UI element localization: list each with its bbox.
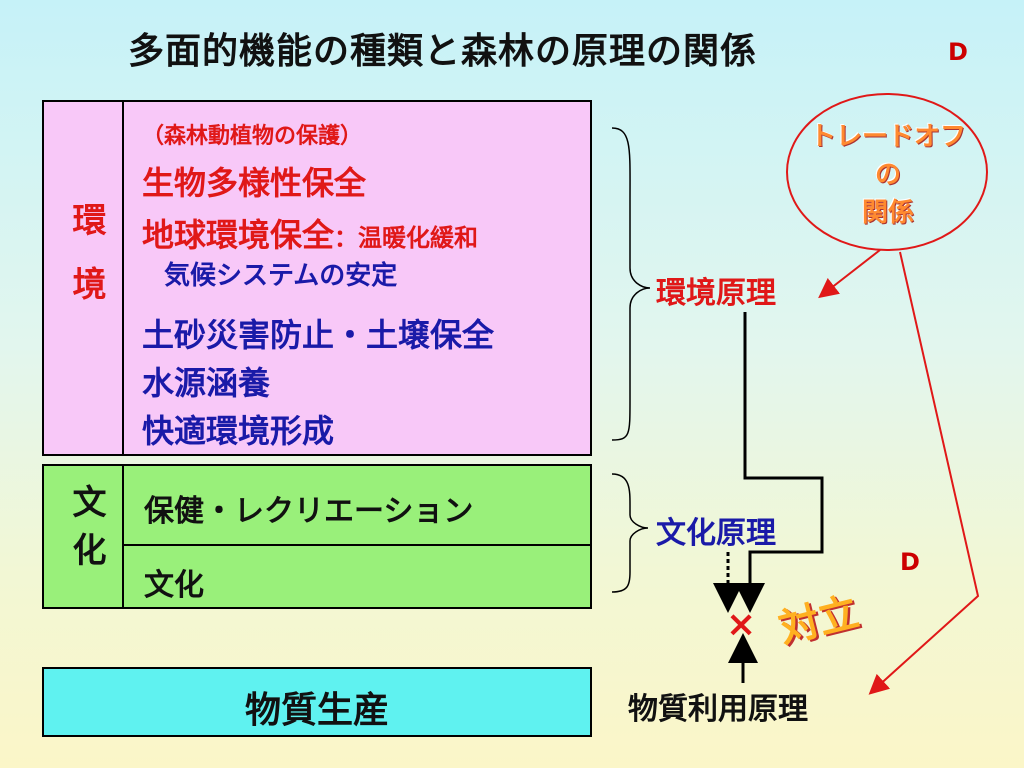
culture-item-row-1: 文化 (122, 544, 592, 609)
material-label: 物質生産 (244, 690, 389, 731)
tradeoff-line-2: 関係 (861, 198, 914, 228)
principle-material: 物質利用原理 (628, 692, 808, 727)
env-label: 環境 (66, 202, 106, 330)
culture-item-1: 文化 (144, 568, 204, 603)
conflict-x-mark: × (726, 604, 757, 645)
tradeoff-callout: トレードオフ の 関係 (798, 118, 978, 232)
tradeoff-line-0: トレードオフ (809, 122, 966, 152)
culture-label: 文化 (66, 484, 106, 580)
env-to-conflict-line (735, 312, 824, 613)
env-functions-box (122, 100, 592, 456)
material-box: 物質生産 (42, 667, 592, 737)
culture-item-row-0: 保健・レクリエーション (122, 464, 592, 546)
tradeoff-arrow-material (868, 251, 980, 695)
tradeoff-line-1: の (874, 160, 901, 190)
env-line-4: 土砂災害防止・土壌保全 (142, 316, 495, 354)
d-marker-mid: D (900, 548, 920, 576)
principle-culture: 文化原理 (656, 516, 776, 551)
tradeoff-arrow-env (818, 249, 881, 299)
page-title: 多面的機能の種類と森林の原理の関係 (128, 31, 758, 72)
culture-item-0: 保健・レクリエーション (144, 494, 474, 529)
culture-label-cell: 文化 (42, 464, 124, 609)
env-line-5: 水源涵養 (142, 364, 271, 402)
env-line-3: 気候システムの安定 (164, 261, 398, 291)
principle-env: 環境原理 (656, 276, 776, 311)
env-label-cell: 環境 (42, 100, 124, 456)
env-brace (611, 127, 651, 441)
env-line-0: （森林動植物の保護） (142, 124, 363, 149)
env-line-2: 地球環境保全：温暖化緩和 (142, 210, 478, 256)
env-line-6: 快適環境形成 (142, 412, 335, 450)
d-marker-top: D (948, 38, 968, 66)
tradeoff-ellipse (786, 93, 988, 251)
culture-brace (611, 473, 649, 593)
env-line-2-main: 地球環境保全 (142, 216, 335, 254)
env-line-1: 生物多様性保全 (142, 164, 367, 202)
env-line-2-suffix: ：温暖化緩和 (334, 224, 479, 252)
